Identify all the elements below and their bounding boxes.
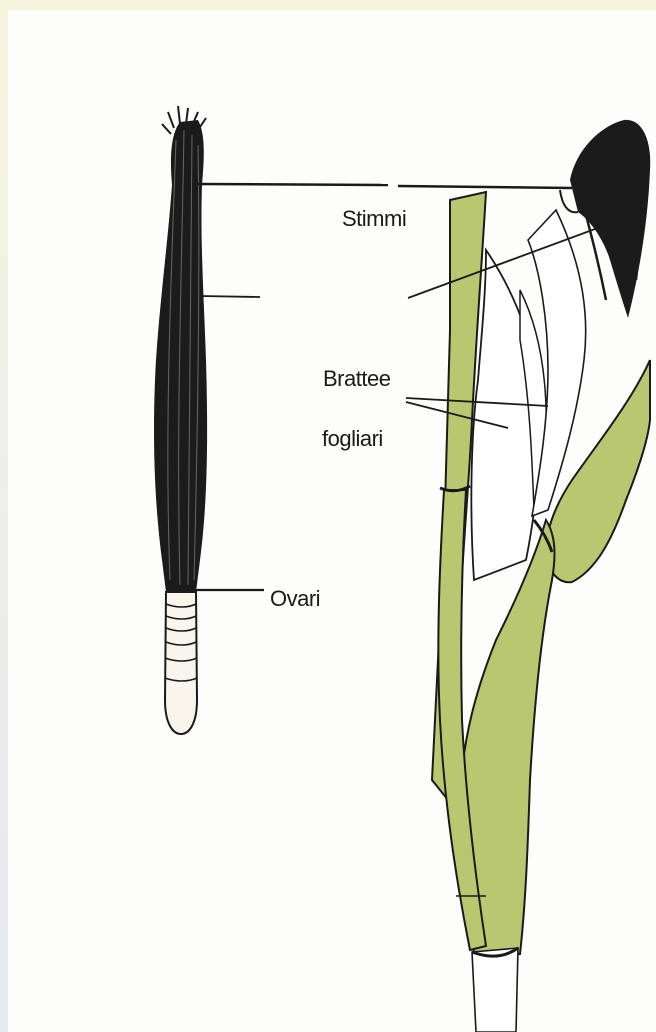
stimmi-leader-right <box>398 186 572 188</box>
label-ovari: Ovari <box>270 586 320 612</box>
stimmi-diagonal-leader <box>408 222 614 298</box>
label-stimmi: Stimmi <box>342 206 406 232</box>
silk-bundle <box>154 106 207 592</box>
ovary-column <box>165 592 197 734</box>
label-fogliari: fogliari <box>322 426 383 452</box>
label-brattee: Brattee <box>323 366 390 392</box>
silk-mass <box>154 120 207 592</box>
silk-tick <box>200 296 260 297</box>
plant-stalk <box>432 192 650 1032</box>
stimmi-leader-left <box>198 184 388 185</box>
